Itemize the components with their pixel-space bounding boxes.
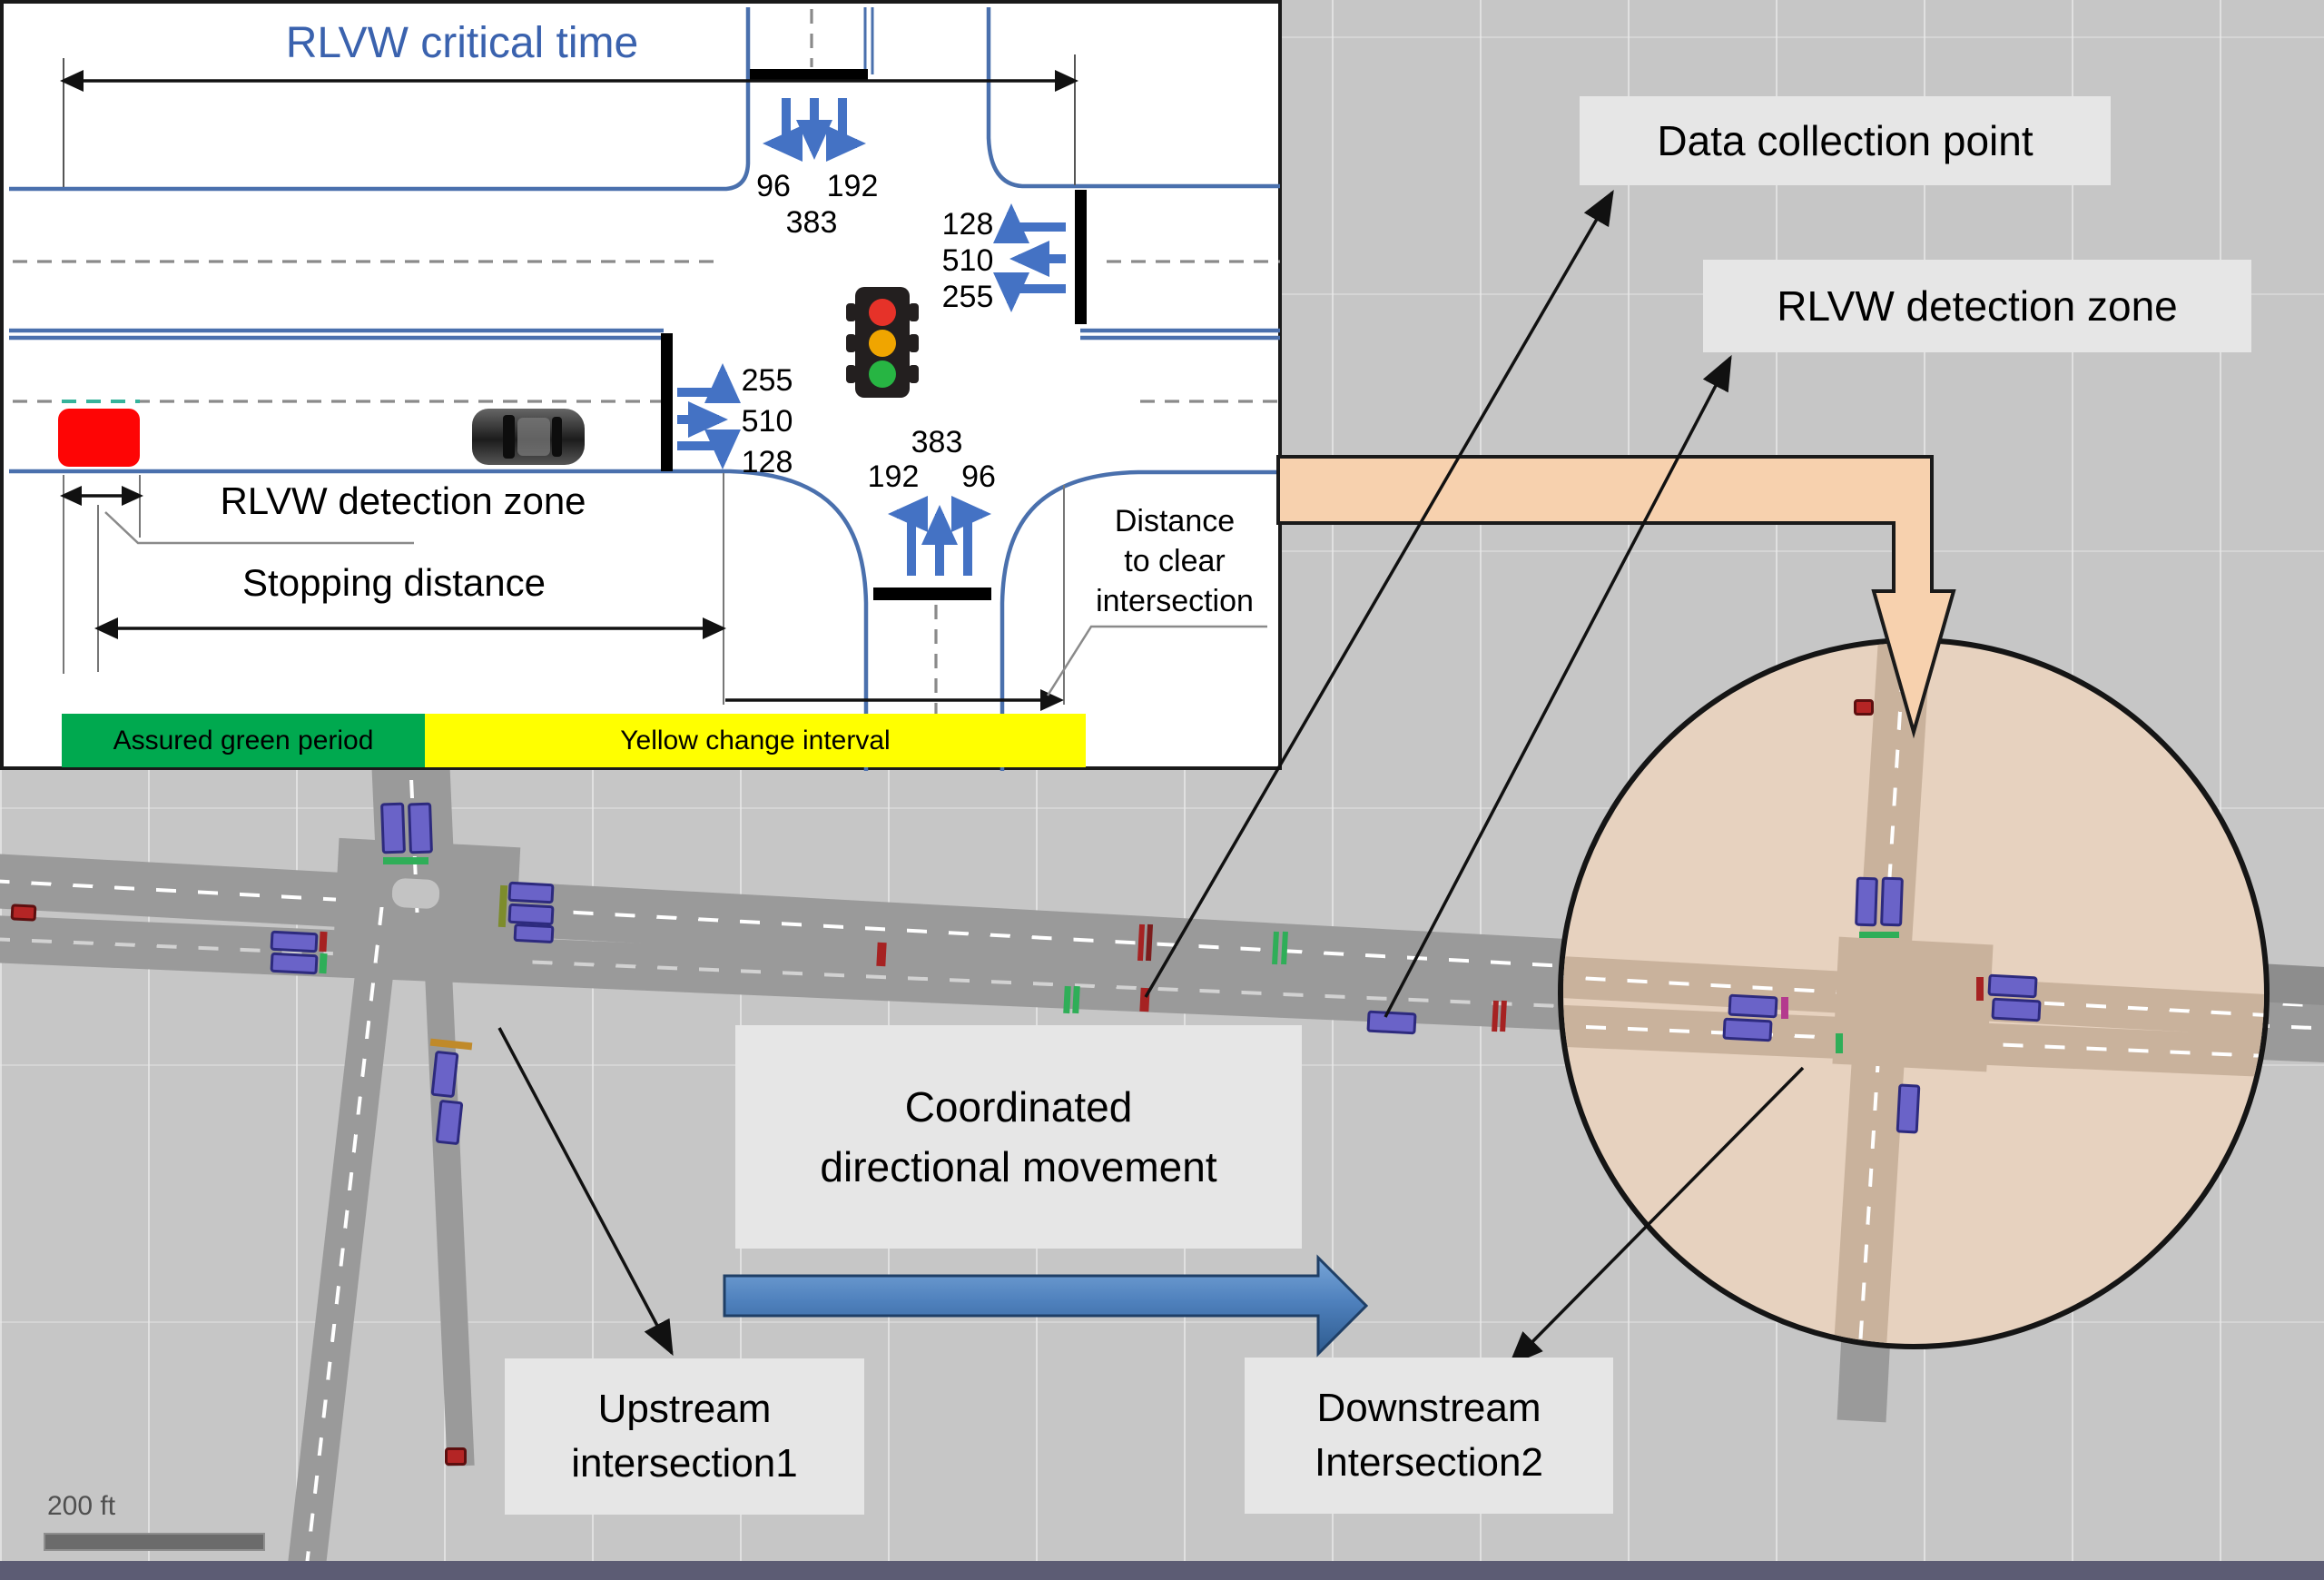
volume-east-left: 255 [941, 280, 994, 314]
movement-arrows [677, 98, 1066, 576]
inset-detection-zone-label: RLVW detection zone [220, 479, 586, 522]
scale-label: 200 ft [47, 1491, 116, 1521]
critical-time-arrow [60, 54, 1078, 187]
label-text: Coordinated [904, 1083, 1133, 1131]
volume-east-through: 510 [941, 243, 994, 278]
rlvw-detection-zone-label: RLVW detection zone [1703, 260, 2251, 352]
signal-stop-tick [1781, 997, 1788, 1019]
label-text: intersection1 [571, 1441, 798, 1486]
traffic-light-fin [909, 365, 919, 383]
assured-green-period-bar: Assured green period [62, 714, 425, 767]
rlvw-zone-pointer-line [1384, 354, 1732, 1018]
south-left-turn-arrow-icon [888, 496, 929, 576]
volume-south-total: 383 [911, 425, 963, 459]
label-text: RLVW detection zone [1777, 282, 2178, 330]
volume-south-right: 96 [961, 459, 996, 494]
magnifier-callout-arrow [1276, 455, 1956, 739]
window-bottom-strip [0, 1561, 2324, 1580]
signal-stop-tick [383, 857, 428, 864]
traffic-light-fin [846, 334, 856, 352]
volume-west-through: 510 [741, 404, 793, 439]
inset-title: RLVW critical time [285, 19, 639, 67]
inset-stopping-distance-label: Stopping distance [242, 561, 546, 604]
label-text: Upstream [597, 1387, 772, 1431]
volume-east-right: 128 [941, 207, 994, 242]
green-light [869, 360, 896, 388]
west-left-turn-arrow-icon [677, 363, 741, 404]
label-text: Intersection2 [1315, 1440, 1543, 1485]
signal-stop-tick [1859, 932, 1899, 938]
yellow-change-interval-bar: Yellow change interval [425, 714, 1086, 767]
traffic-light-fin [846, 365, 856, 383]
west-right-turn-arrow-icon [677, 429, 741, 469]
downstream-pointer-line [1508, 1066, 1805, 1367]
red-light [869, 299, 896, 326]
volume-west-left: 255 [741, 363, 793, 398]
stop-bars [661, 69, 1087, 600]
data-collection-point-label: Data collection point [1580, 96, 2111, 185]
car-windshield [503, 415, 515, 459]
label-text: directional movement [820, 1143, 1217, 1190]
coordinated-movement-arrow-icon [723, 1254, 1369, 1358]
upstream-intersection-label: Upstream intersection1 [505, 1358, 864, 1515]
detection-zone-vehicle-marker [58, 409, 140, 467]
traffic-light-fin [909, 303, 919, 321]
volume-north-left: 96 [756, 169, 791, 203]
traffic-light-fin [846, 303, 856, 321]
stopping-distance-dimension [94, 473, 726, 705]
upstream-pointer-line [497, 1027, 674, 1357]
vehicle [1854, 699, 1874, 716]
detection-zone-dimension [60, 475, 414, 674]
downstream-magnifier-circle [1558, 637, 2270, 1349]
inset-distance-to-clear-label: Distance to clear intersection [1096, 504, 1254, 618]
downstream-intersection-label: Downstream Intersection2 [1245, 1358, 1613, 1514]
inset-linework [9, 7, 1280, 771]
rlvw-concept-inset: RLVW critical time 96 192 383 128 510 25… [0, 0, 1282, 771]
east-right-turn-arrow-icon [993, 203, 1066, 244]
traffic-light-icon [846, 287, 919, 398]
south-right-turn-arrow-icon [950, 496, 991, 576]
yellow-light [869, 330, 896, 357]
scale-bar [44, 1533, 265, 1551]
label-text: Data collection point [1657, 117, 2034, 164]
car-rear-window [552, 417, 562, 457]
label-text: Downstream [1316, 1386, 1541, 1430]
volume-west-right: 128 [741, 445, 793, 479]
east-left-turn-arrow-icon [993, 272, 1066, 312]
volume-south-left: 192 [867, 459, 920, 494]
data-collection-pointer-line [1144, 189, 1614, 998]
volume-north-total: 383 [785, 205, 838, 240]
coordinated-movement-label: Coordinated directional movement [735, 1025, 1302, 1249]
signal-stop-tick [1976, 977, 1984, 1001]
signal-stop-tick [1836, 1033, 1843, 1053]
distance-to-clear-dimension [725, 485, 1267, 711]
vehicle [445, 1447, 467, 1466]
north-left-turn-arrow-icon [763, 98, 803, 162]
volume-north-through: 192 [826, 169, 879, 203]
road-edges [9, 7, 1280, 771]
approaching-car-image [472, 409, 585, 465]
traffic-light-fin [909, 334, 919, 352]
car-roof [517, 418, 550, 456]
north-right-turn-arrow-icon [825, 98, 866, 162]
